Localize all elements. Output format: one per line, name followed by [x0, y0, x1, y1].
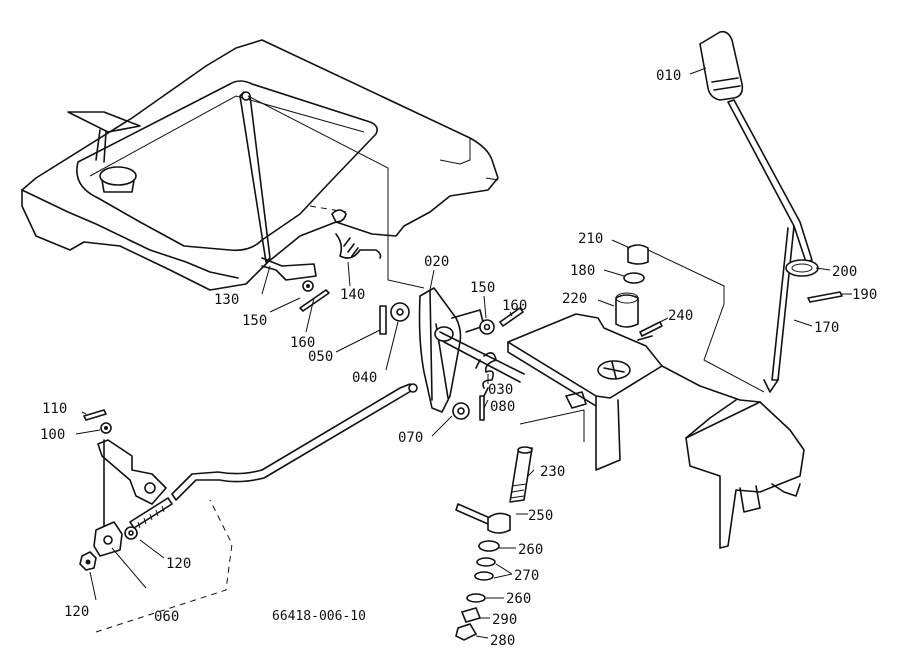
callout-labels: 010 200 190 170 210 180 220 240 020 150 …: [40, 68, 877, 649]
pedal-rod-130: [239, 91, 425, 312]
callout-150b: 150: [242, 313, 267, 329]
link-rod: [129, 383, 418, 529]
callout-130: 130: [214, 292, 239, 308]
arm-020: [379, 287, 525, 421]
callout-060: 060: [154, 609, 179, 625]
callout-230: 230: [540, 464, 565, 480]
callout-010: 010: [656, 68, 681, 84]
callout-250: 250: [528, 508, 553, 524]
callout-270: 270: [514, 568, 539, 584]
callout-150a: 150: [470, 280, 495, 296]
callout-280: 280: [490, 633, 515, 649]
callout-260a: 260: [518, 542, 543, 558]
callout-180: 180: [570, 263, 595, 279]
callout-040: 040: [352, 370, 377, 386]
callout-160a: 160: [502, 298, 527, 314]
callout-110: 110: [42, 401, 67, 417]
callout-030: 030: [488, 382, 513, 398]
callout-260b: 260: [506, 591, 531, 607]
drawing-number: 66418-006-10: [272, 609, 366, 624]
floor-plate: [21, 39, 499, 291]
leader-lines: [75, 67, 852, 639]
callout-070: 070: [398, 430, 423, 446]
callout-120b: 120: [64, 604, 89, 620]
shift-lever: [699, 30, 843, 393]
callout-290: 290: [492, 612, 517, 628]
callout-210: 210: [578, 231, 603, 247]
callout-160b: 160: [290, 335, 315, 351]
callout-120a: 120: [166, 556, 191, 572]
callout-190: 190: [852, 287, 877, 303]
callout-020: 020: [424, 254, 449, 270]
callout-200: 200: [832, 264, 857, 280]
callout-140: 140: [340, 287, 365, 303]
callout-050: 050: [308, 349, 333, 365]
shaft-stack: [455, 409, 585, 641]
shift-housing: [507, 247, 805, 549]
bracket-060: [79, 409, 233, 633]
callout-170: 170: [814, 320, 839, 336]
callout-220: 220: [562, 291, 587, 307]
callout-240: 240: [668, 308, 693, 324]
callout-100: 100: [40, 427, 65, 443]
callout-080: 080: [490, 399, 515, 415]
pivot-parts: [615, 244, 663, 337]
